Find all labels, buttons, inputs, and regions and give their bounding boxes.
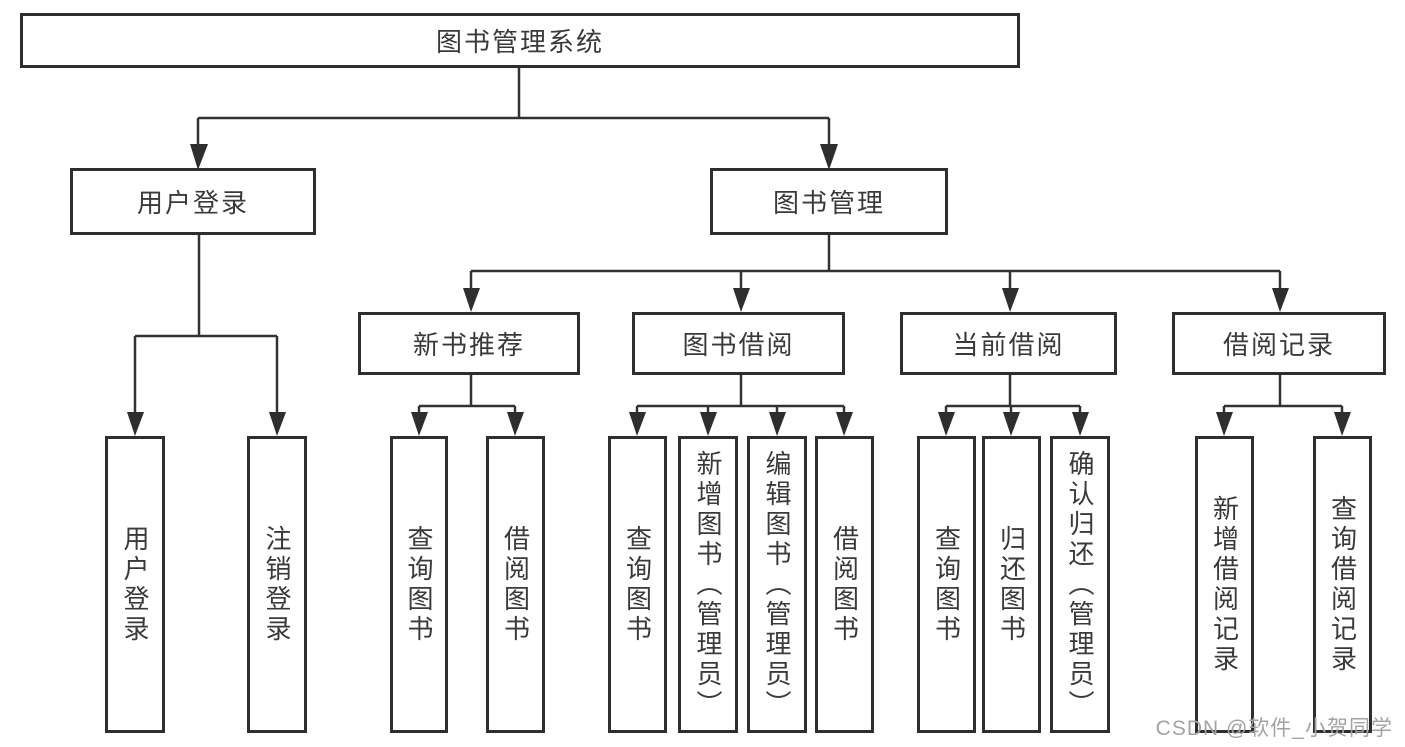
leaf-return-book-label: 归还图书	[996, 524, 1027, 645]
leaf-query-book-current-label: 查询图书	[931, 524, 962, 645]
node-borrow-record-label: 借阅记录	[1222, 330, 1335, 360]
leaf-query-book-recommend-label: 查询图书	[404, 524, 434, 645]
leaf-query-book-borrow-label: 查询图书	[622, 524, 653, 645]
leaf-return-book: 归还图书	[982, 436, 1041, 733]
leaf-logout-login: 注销登录	[247, 436, 307, 733]
leaf-query-borrow-record-label: 查询借阅记录	[1327, 494, 1358, 675]
node-user-login-label: 用户登录	[136, 188, 249, 218]
leaf-query-book-current: 查询图书	[917, 436, 976, 733]
leaf-edit-book-admin: 编辑图书（管理员）	[747, 436, 807, 733]
node-new-book-recommend: 新书推荐	[358, 312, 580, 375]
node-book-management: 图书管理	[710, 168, 948, 235]
node-root: 图书管理系统	[20, 13, 1020, 68]
node-borrow-record: 借阅记录	[1172, 312, 1386, 375]
leaf-query-book-recommend: 查询图书	[390, 436, 448, 733]
leaf-confirm-return-admin: 确认归还（管理员）	[1050, 436, 1110, 733]
leaf-borrow-book: 借阅图书	[815, 436, 874, 733]
leaf-confirm-return-admin-label: 确认归还（管理员）	[1065, 449, 1095, 720]
leaf-edit-book-admin-label: 编辑图书（管理员）	[762, 449, 792, 720]
node-new-book-recommend-label: 新书推荐	[412, 330, 525, 360]
leaf-query-borrow-record: 查询借阅记录	[1313, 436, 1372, 733]
node-current-borrow: 当前借阅	[900, 312, 1117, 375]
leaf-logout-login-label: 注销登录	[262, 524, 292, 645]
leaf-user-login-label: 用户登录	[120, 524, 150, 645]
leaf-borrow-book-recommend-label: 借阅图书	[500, 524, 531, 645]
node-root-label: 图书管理系统	[435, 27, 604, 57]
leaf-borrow-book-label: 借阅图书	[829, 524, 860, 645]
csdn-watermark: CSDN @软件_小贺同学	[1155, 717, 1393, 740]
node-book-borrow: 图书借阅	[632, 312, 845, 375]
leaf-add-book-admin: 新增图书（管理员）	[678, 436, 738, 733]
node-user-login: 用户登录	[70, 168, 316, 235]
leaf-add-book-admin-label: 新增图书（管理员）	[693, 449, 723, 720]
node-book-borrow-label: 图书借阅	[682, 330, 795, 360]
node-current-borrow-label: 当前借阅	[952, 330, 1065, 360]
leaf-borrow-book-recommend: 借阅图书	[486, 436, 545, 733]
node-book-management-label: 图书管理	[772, 188, 885, 218]
leaf-query-book-borrow: 查询图书	[608, 436, 667, 733]
leaf-add-borrow-record-label: 新增借阅记录	[1209, 494, 1240, 675]
leaf-add-borrow-record: 新增借阅记录	[1195, 436, 1254, 733]
leaf-user-login: 用户登录	[105, 436, 165, 733]
